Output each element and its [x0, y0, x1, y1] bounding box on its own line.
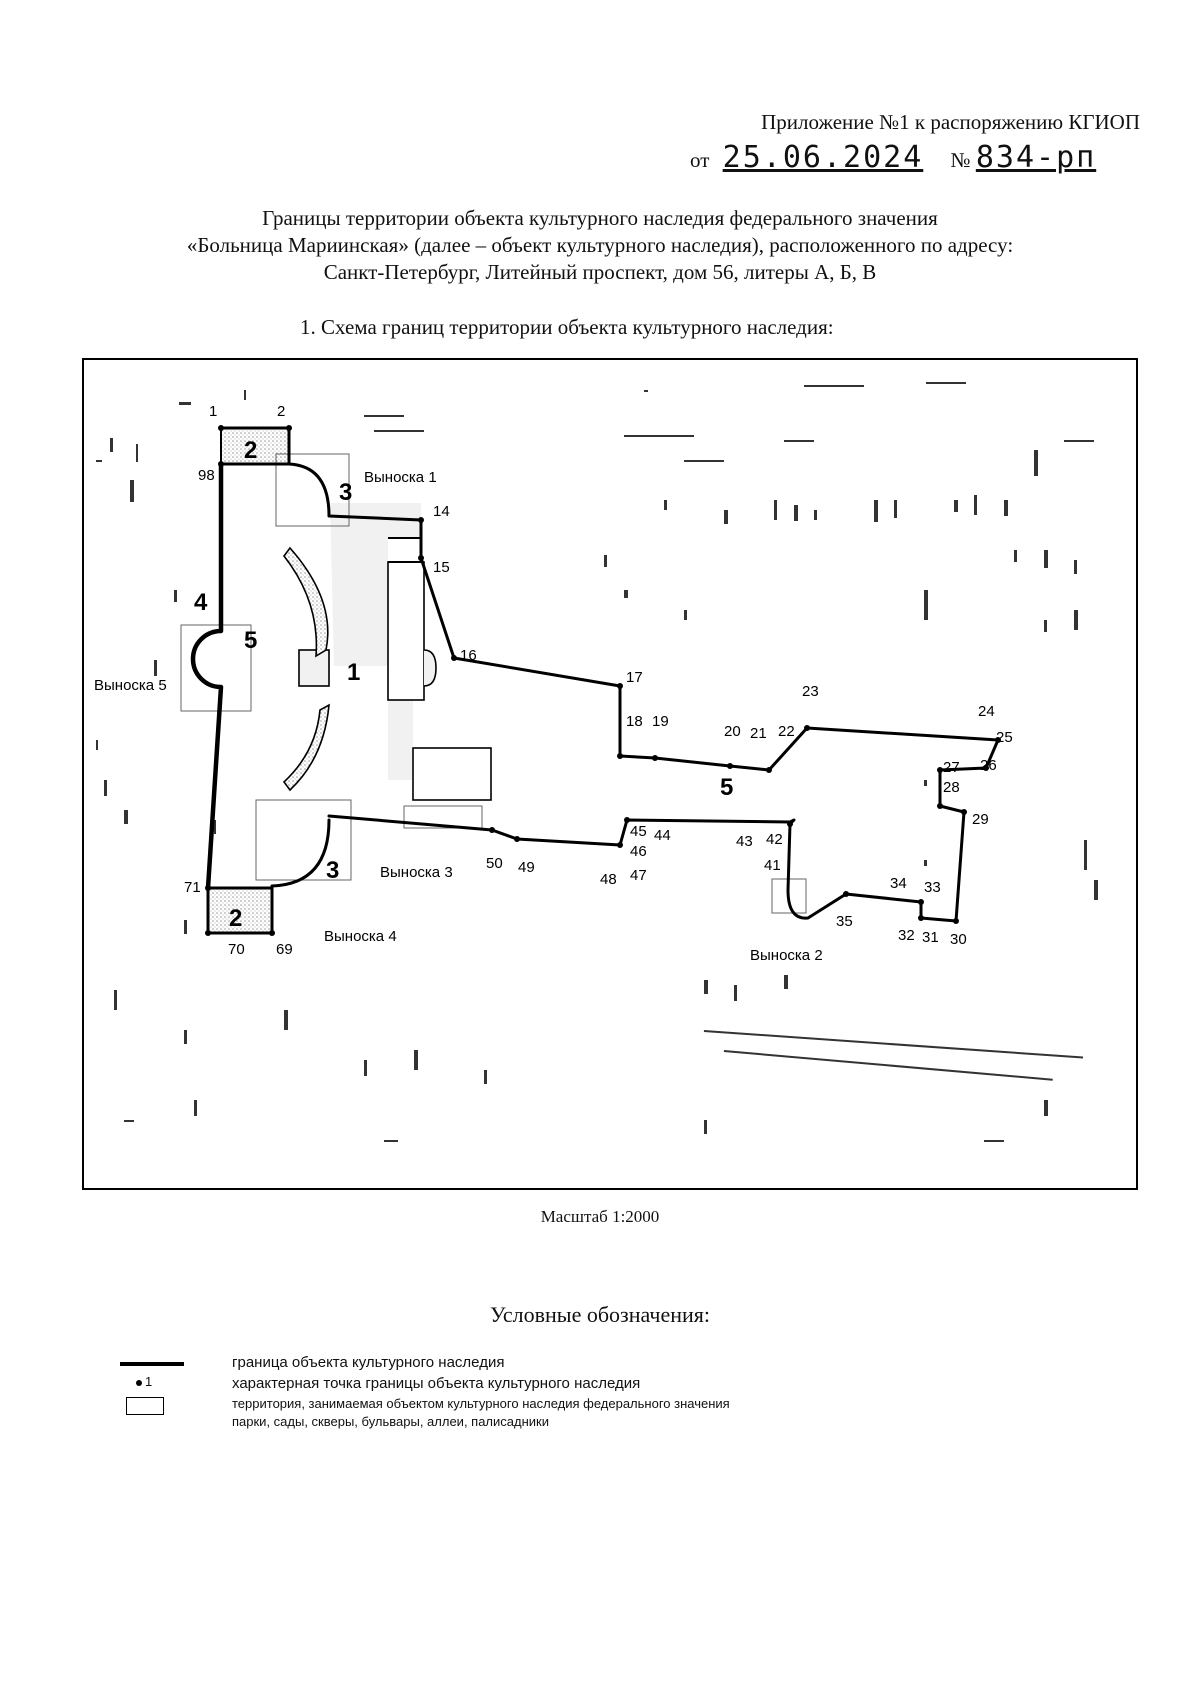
- order-date: 25.06.2024: [722, 140, 924, 175]
- point-label: 46: [630, 843, 647, 860]
- callout-4-label: Выноска 4: [324, 928, 397, 945]
- legend-title: Условные обозначения:: [489, 1302, 711, 1327]
- zone-label-5-left: 5: [244, 627, 257, 654]
- callout-1-label: Выноска 1: [364, 469, 437, 486]
- boundary-points: [205, 425, 1001, 936]
- point-label: 23: [802, 683, 819, 700]
- point-label: 33: [924, 879, 941, 896]
- point-label: 20: [724, 723, 741, 740]
- building-wing: [387, 561, 425, 701]
- zone-1-fill: [330, 503, 421, 780]
- point-label: 15: [433, 559, 450, 576]
- annex-building: [412, 747, 492, 801]
- order-reference: от 25.06.2024 № 834-рп: [690, 140, 1096, 175]
- point-label: 21: [750, 725, 767, 742]
- point-label: 44: [654, 827, 671, 844]
- point-label: 47: [630, 867, 647, 884]
- point-label: 18: [626, 713, 643, 730]
- point-label: 70: [228, 941, 245, 958]
- zone-label-5-center: 5: [720, 774, 733, 801]
- callout-4-box: [255, 799, 352, 881]
- point-label: 19: [652, 713, 669, 730]
- building-portico: [298, 649, 330, 687]
- point-label: 34: [890, 875, 907, 892]
- point-label: 30: [950, 931, 967, 948]
- garden-arc-south: [282, 703, 330, 792]
- legend-point-number: 1: [145, 1374, 153, 1389]
- point-label: 24: [978, 703, 995, 720]
- point-label: 14: [433, 503, 450, 520]
- zone-label-4: 4: [194, 589, 208, 616]
- point-label: 71: [184, 879, 201, 896]
- point-label: 27: [943, 759, 960, 776]
- from-label: от: [690, 148, 710, 172]
- appendix-heading: Приложение №1 к распоряжению КГИОП: [761, 110, 1140, 134]
- point-label: 22: [778, 723, 795, 740]
- boundary-map-svg: 2 3 4 5 1 5 3 2 Выноска 1 Выноска 5 Выно…: [94, 382, 1098, 1142]
- point-label: 41: [764, 857, 781, 874]
- garden-arc-north: [282, 546, 329, 658]
- zone-label-3-bottom: 3: [326, 857, 339, 884]
- point-label: 26: [980, 757, 997, 774]
- callout-5-label: Выноска 5: [94, 677, 167, 694]
- point-label: 32: [898, 927, 915, 944]
- legend-item-parks: парки, сады, скверы, бульвары, аллеи, па…: [232, 1414, 549, 1429]
- point-label: 31: [922, 929, 939, 946]
- point-label: 98: [198, 467, 215, 484]
- point-label: 48: [600, 871, 617, 888]
- point-label: 35: [836, 913, 853, 930]
- order-number: 834-рп: [975, 140, 1097, 175]
- number-label: №: [950, 148, 971, 172]
- point-label: 28: [943, 779, 960, 796]
- callout-3-box: [403, 805, 483, 829]
- zone-label-2-top: 2: [244, 437, 257, 464]
- point-label: 49: [518, 859, 535, 876]
- point-label: 16: [460, 647, 477, 664]
- point-label: 69: [276, 941, 293, 958]
- point-label: 2: [277, 403, 285, 420]
- callout-2-label: Выноска 2: [750, 947, 823, 964]
- title-line-2: «Больница Мариинская» (далее – объект ку…: [186, 233, 1014, 257]
- zone-label-1: 1: [347, 659, 360, 686]
- callout-1-box: [275, 453, 350, 527]
- title-line-1: Границы территории объекта культурного н…: [262, 206, 938, 230]
- legend-item-boundary: граница объекта культурного наследия: [232, 1354, 505, 1371]
- point-labels: 1 2 98 14 15 16 17 18 19 20 21 22 23 24 …: [184, 403, 1013, 958]
- point-label: 29: [972, 811, 989, 828]
- zone-label-2-bottom: 2: [229, 905, 242, 932]
- legend-item-territory: территория, занимаемая объектом культурн…: [232, 1396, 730, 1411]
- point-label: 45: [630, 823, 647, 840]
- building-apse: [423, 649, 437, 687]
- callout-3-label: Выноска 3: [380, 864, 453, 881]
- legend-territory-symbol: [126, 1397, 164, 1415]
- point-label: 43: [736, 833, 753, 850]
- background-noise: [96, 382, 1098, 1142]
- point-label: 42: [766, 831, 783, 848]
- legend-boundary-line-symbol: [120, 1362, 184, 1366]
- legend-point-symbol: 1: [136, 1374, 176, 1392]
- schema-title: 1. Схема границ территории объекта культ…: [300, 315, 834, 339]
- point-label: 25: [996, 729, 1013, 746]
- callout-5-box: [180, 624, 252, 712]
- point-label: 1: [209, 403, 217, 420]
- zone-label-3-top: 3: [339, 479, 352, 506]
- title-line-3: Санкт-Петербург, Литейный проспект, дом …: [323, 260, 877, 284]
- point-label: 50: [486, 855, 503, 872]
- legend-item-point: характерная точка границы объекта культу…: [232, 1375, 641, 1392]
- point-label: 17: [626, 669, 643, 686]
- boundary-map: 2 3 4 5 1 5 3 2 Выноска 1 Выноска 5 Выно…: [82, 358, 1138, 1190]
- map-scale: Масштаб 1:2000: [540, 1207, 660, 1226]
